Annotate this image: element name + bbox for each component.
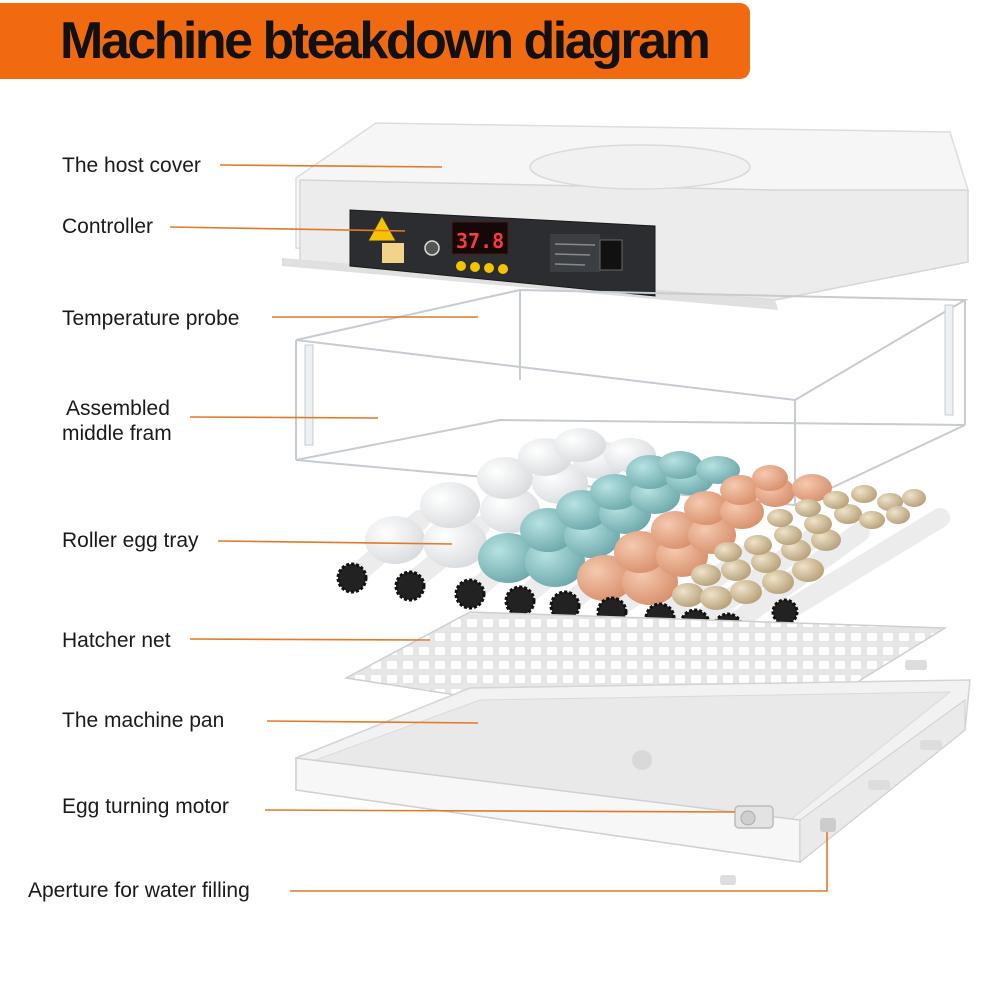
egg <box>684 491 728 525</box>
label-water-aperture: Aperture for water filling <box>28 879 250 902</box>
egg <box>720 495 764 529</box>
egg <box>658 451 702 479</box>
water-filling-aperture <box>820 818 836 832</box>
warning-label-sticker <box>382 243 404 263</box>
controller-button <box>484 263 494 273</box>
leader-line-controller <box>169 226 406 232</box>
label-roller-egg-tray: Roller egg tray <box>62 529 199 552</box>
power-switch <box>599 239 623 271</box>
egg <box>420 482 480 528</box>
egg <box>792 474 832 502</box>
egg <box>614 531 666 573</box>
egg <box>590 474 640 510</box>
label-hatcher-net: Hatcher net <box>62 629 171 652</box>
egg <box>696 456 740 484</box>
egg <box>478 533 538 583</box>
leader-line-hatcher-net <box>189 638 431 641</box>
leader-line-host-cover <box>219 164 443 168</box>
controller-button <box>498 264 508 274</box>
diagram-title: Machine bteakdown diagram <box>60 12 711 70</box>
label-middle-frame-line2: middle fram <box>62 422 172 445</box>
egg <box>477 457 533 499</box>
controller-display: 37.8 <box>456 229 504 253</box>
controller-button <box>456 261 466 271</box>
pan-drain-icon <box>632 750 652 770</box>
label-egg-turning-motor: Egg turning motor <box>62 795 229 818</box>
leader-line-machine-pan <box>266 720 479 724</box>
egg <box>423 518 487 568</box>
label-controller: Controller <box>62 215 154 238</box>
power-socket-icon <box>424 240 440 256</box>
egg <box>720 475 760 505</box>
controller-button <box>470 262 480 272</box>
label-temperature-probe: Temperature probe <box>62 307 240 330</box>
title-banner: Machine bteakdown diagram <box>0 3 750 79</box>
roller-egg-tray <box>336 428 950 644</box>
egg <box>752 465 788 491</box>
leader-line-motor <box>264 809 736 813</box>
leader-line-roller-egg-tray <box>217 540 453 545</box>
leader-line-middle-frame <box>189 416 379 419</box>
egg <box>651 511 699 549</box>
egg <box>365 516 425 564</box>
leader-line-water-aperture <box>290 832 828 892</box>
label-host-cover: The host cover <box>62 154 201 177</box>
leader-lines <box>169 164 828 892</box>
controller-panel: 37.8 <box>349 209 656 297</box>
label-machine-pan: The machine pan <box>62 709 225 732</box>
label-middle-frame-line1: Assembled <box>66 397 170 420</box>
machine-pan <box>295 660 971 885</box>
egg <box>554 428 606 462</box>
warning-icon <box>367 214 397 242</box>
egg <box>577 555 633 601</box>
quail-eggs <box>672 485 926 610</box>
